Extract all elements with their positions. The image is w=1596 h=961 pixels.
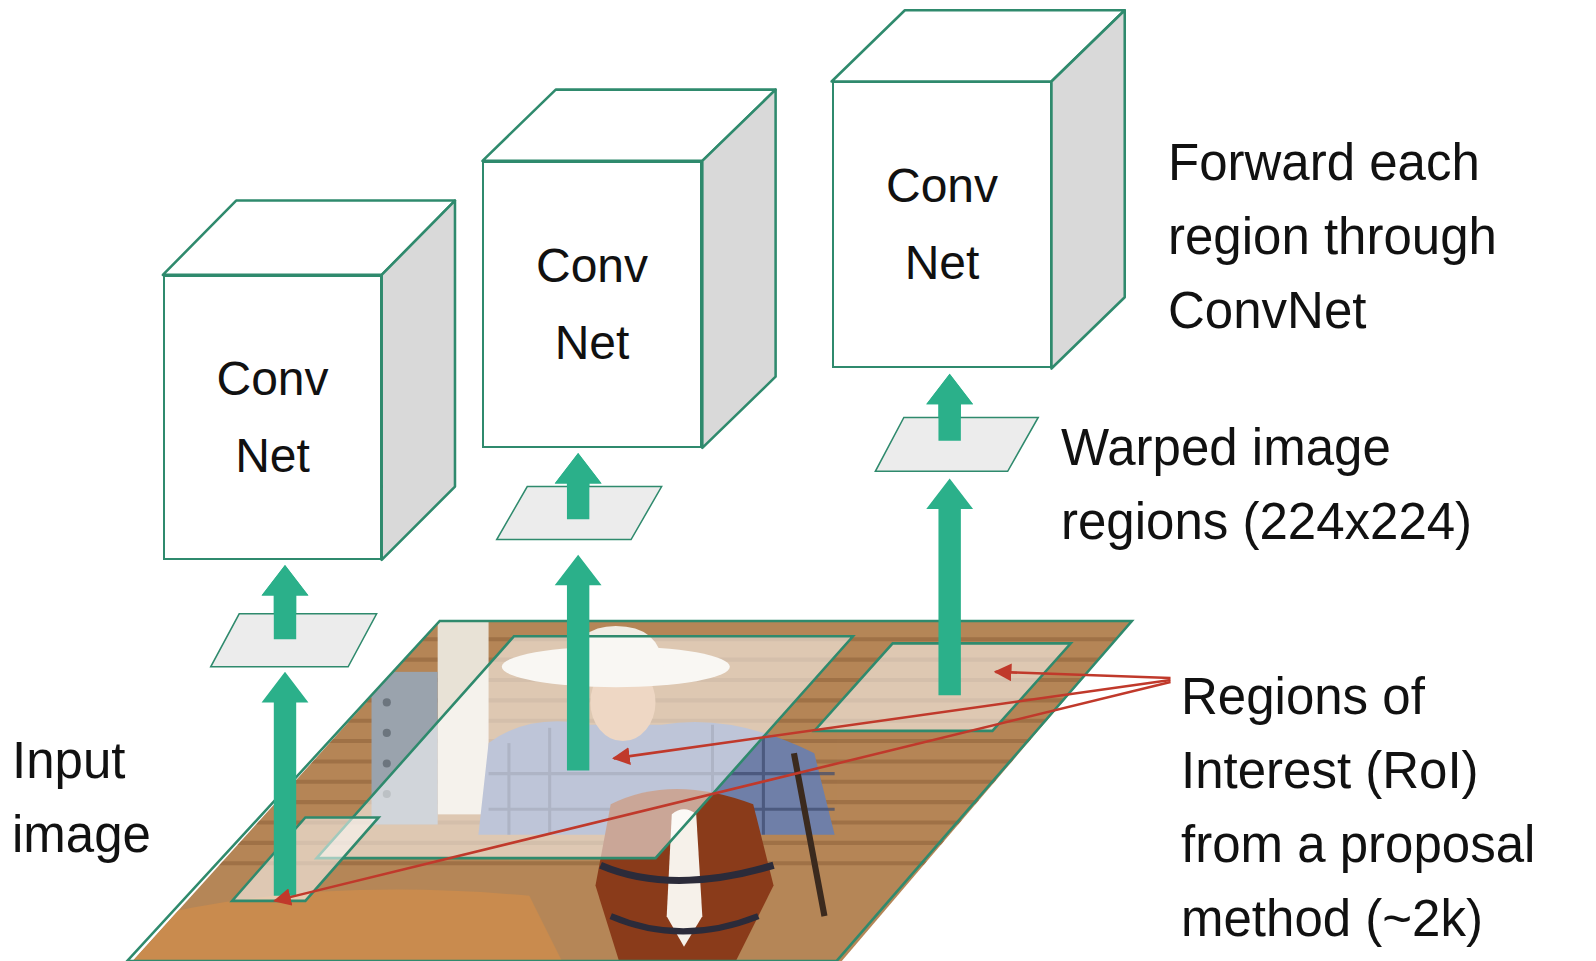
node-label: Conv Net: [198, 341, 348, 495]
convnet-box: Conv Net: [832, 81, 1052, 368]
annotation-text: Regions of Interest (RoI) from a proposa…: [1181, 660, 1573, 956]
annotation-text: Forward each region through ConvNet: [1168, 126, 1588, 348]
node-label: Conv Net: [517, 228, 667, 382]
annotation-text: Warped image regions (224x224): [1061, 411, 1521, 559]
convnet-box: Conv Net: [163, 275, 382, 560]
input-photo: [102, 611, 1140, 961]
node-label: Conv Net: [867, 148, 1017, 302]
box-faces: [163, 10, 1125, 560]
annotation-text: Input image: [12, 724, 192, 872]
leader-line: [275, 672, 1171, 901]
convnet-box: Conv Net: [482, 161, 702, 448]
